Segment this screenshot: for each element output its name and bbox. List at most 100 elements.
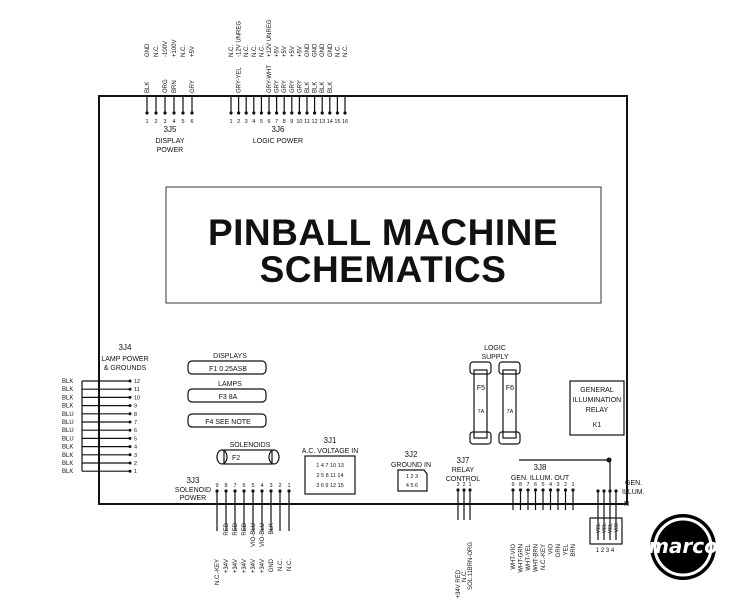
logic-supply-1: LOGIC — [484, 345, 506, 352]
gen-illum-n: N — [624, 501, 629, 508]
j4-wirecolor-3: BLK — [62, 453, 73, 459]
fuse-f2 — [223, 449, 273, 465]
j8-pin-num-5: 5 — [541, 482, 544, 488]
relay-line-4: K1 — [593, 422, 602, 429]
3j4-id: 3J4 — [119, 343, 132, 352]
j6-pin-num-5: 5 — [260, 119, 263, 125]
j3-signal-6: +34V — [242, 559, 248, 573]
3j2-block — [397, 469, 428, 492]
j8-signal-9: WHT-VIO — [511, 544, 517, 570]
3j7-name-2: CONTROL — [446, 476, 480, 483]
j3-signal-7: +34V — [233, 559, 239, 573]
j4-pin-6 — [128, 428, 132, 432]
j6-wirecolor-10: GRY — [297, 80, 303, 93]
3j4-name-2: & GROUNDS — [104, 365, 147, 372]
j4-pin-3 — [128, 453, 132, 457]
j6-pin-num-7: 7 — [275, 119, 278, 125]
j6-signal-3: N.C. — [244, 45, 250, 57]
j8-pin-num-1: 1 — [571, 482, 574, 488]
j3-signal-2: N.C. — [278, 559, 284, 571]
j7-signal-3: +34V RED — [456, 569, 462, 598]
j6-pin-num-4: 4 — [252, 119, 255, 125]
3j4-name-1: LAMP POWER — [101, 356, 148, 363]
j6-wirecolor-12: BLK — [313, 82, 319, 93]
j8-pin-num-9: 9 — [511, 482, 514, 488]
j6-signal-11: GND — [305, 43, 311, 57]
3j7-id: 3J7 — [457, 456, 470, 465]
j6-pin-3 — [244, 111, 248, 115]
j4-pin-num-7: 7 — [134, 420, 137, 426]
j7-pin-num-2: 2 — [462, 482, 465, 488]
j6-pin-num-10: 10 — [296, 119, 302, 125]
j5-signal-1: GND — [145, 43, 151, 57]
j7-pin-num-1: 1 — [468, 482, 471, 488]
fuse-f1 — [187, 360, 267, 375]
j3-pin-num-9: 9 — [215, 483, 218, 489]
fuse-f6-label: F6 — [506, 385, 514, 392]
displays-label: DISPLAYS — [213, 353, 247, 360]
j5-pin-6 — [190, 111, 194, 115]
j8-signal-3: GRN — [556, 544, 562, 557]
j3-pin-num-4: 4 — [260, 483, 263, 489]
fuse-f2-cap-left — [216, 449, 228, 465]
j4-wirecolor-11: BLK — [62, 387, 73, 393]
j5-pin-num-1: 1 — [145, 119, 148, 125]
j4-wirecolor-5: BLU — [62, 436, 74, 442]
j3-wirecolor-4: VIO-BLU — [260, 523, 266, 547]
j4-pin-8 — [128, 412, 132, 416]
gen-wirecolor-2: YEL — [602, 523, 608, 533]
j6-pin-num-12: 12 — [312, 119, 318, 125]
3j1-name: A.C. VOLTAGE IN — [302, 448, 359, 455]
j6-pin-8 — [282, 111, 286, 115]
j6-pin-13 — [320, 111, 324, 115]
marco-logo-text: marco — [648, 534, 718, 558]
j6-pin-num-6: 6 — [267, 119, 270, 125]
3j1-row-2: 2 5 8 11 14 — [316, 473, 343, 479]
j5-wirecolor-6: GRY — [190, 80, 196, 93]
j6-pin-num-2: 2 — [237, 119, 240, 125]
j6-pin-4 — [252, 111, 256, 115]
j5-wirecolor-3: ORG — [163, 79, 169, 93]
title-line-1: PINBALL MACHINE — [208, 212, 558, 253]
j3-pin-num-5: 5 — [251, 483, 254, 489]
3j2-name: GROUND IN — [391, 462, 431, 469]
j6-signal-13: GND — [320, 43, 326, 57]
j4-wirecolor-10: BLK — [62, 395, 73, 401]
fuse-f2-cap-right — [268, 449, 280, 465]
3j6-name: LOGIC POWER — [253, 138, 303, 145]
gen-wirecolor-1: YEL — [596, 523, 602, 533]
gen-wirecolor-3: YEL — [608, 523, 614, 533]
fuse-f4 — [187, 413, 267, 428]
j7-signal-2: N.C. — [462, 570, 468, 582]
3j2-row-1: 1 2 3 — [406, 474, 418, 480]
3j1-id: 3J1 — [324, 436, 337, 445]
j5-wirecolor-4: BRN — [172, 80, 178, 93]
relay-box — [569, 380, 625, 436]
j5-pin-3 — [163, 111, 167, 115]
j8-signal-8: WHT-GRN — [519, 544, 525, 573]
j6-pin-15 — [335, 111, 339, 115]
j3-pin-num-2: 2 — [278, 483, 281, 489]
j3-wirecolor-8: RED — [224, 522, 230, 535]
fuse-f5 — [469, 361, 492, 445]
j4-wirecolor-4: BLK — [62, 445, 73, 451]
j4-wirecolor-12: BLK — [62, 379, 73, 385]
j6-signal-1: N.C. — [229, 45, 235, 57]
j6-pin-2 — [237, 111, 241, 115]
j6-signal-8: +5V — [282, 46, 288, 57]
j4-pin-7 — [128, 420, 132, 424]
j4-wirecolor-6: BLU — [62, 428, 74, 434]
3j1-row-1: 1 4 7 10 13 — [316, 463, 344, 469]
j6-pin-16 — [343, 111, 347, 115]
3j2-id: 3J2 — [405, 450, 418, 459]
3j2-row-2: 4 5 6 — [406, 483, 418, 489]
j3-pin-num-6: 6 — [242, 483, 245, 489]
j6-wirecolor-13: BLK — [320, 82, 326, 93]
connector-3j8: 9WHT-VIO8WHT-GRN7WHT-YEL6WHT-BRN5N.C.-KE… — [511, 482, 577, 573]
fuse-f2-label: F2 — [232, 455, 240, 462]
j7-signal-1: SOL.11 — [468, 569, 474, 590]
j8-pin-num-6: 6 — [534, 482, 537, 488]
fuse-f5-label: F5 — [477, 385, 485, 392]
j6-signal-6: +12V UNREG — [267, 19, 273, 57]
